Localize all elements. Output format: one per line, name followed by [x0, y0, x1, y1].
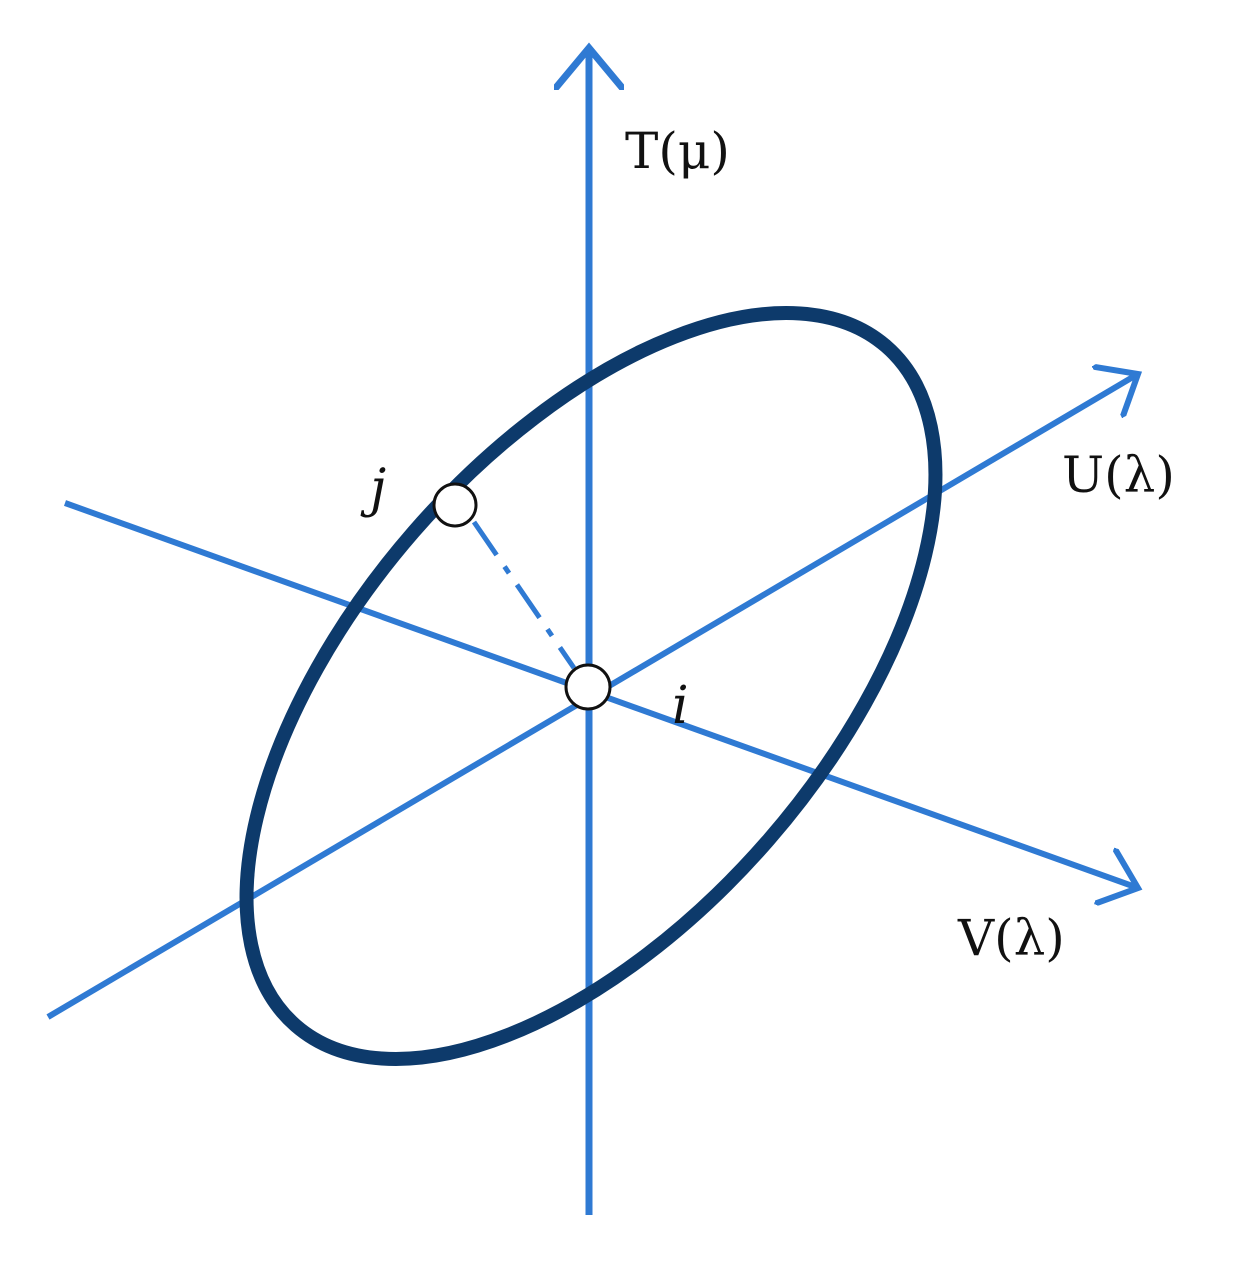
point-j-label: j [360, 459, 386, 519]
point-i-marker [564, 663, 612, 711]
point-i-label: i [672, 676, 689, 736]
v-axis-label: V(λ) [957, 909, 1065, 967]
point-j-marker [432, 482, 478, 528]
ij-connector-line [471, 520, 577, 670]
ellipse-boundary [239, 306, 943, 1066]
u-axis-label: U(λ) [1062, 446, 1175, 504]
t-axis-label: T(μ) [625, 122, 730, 180]
